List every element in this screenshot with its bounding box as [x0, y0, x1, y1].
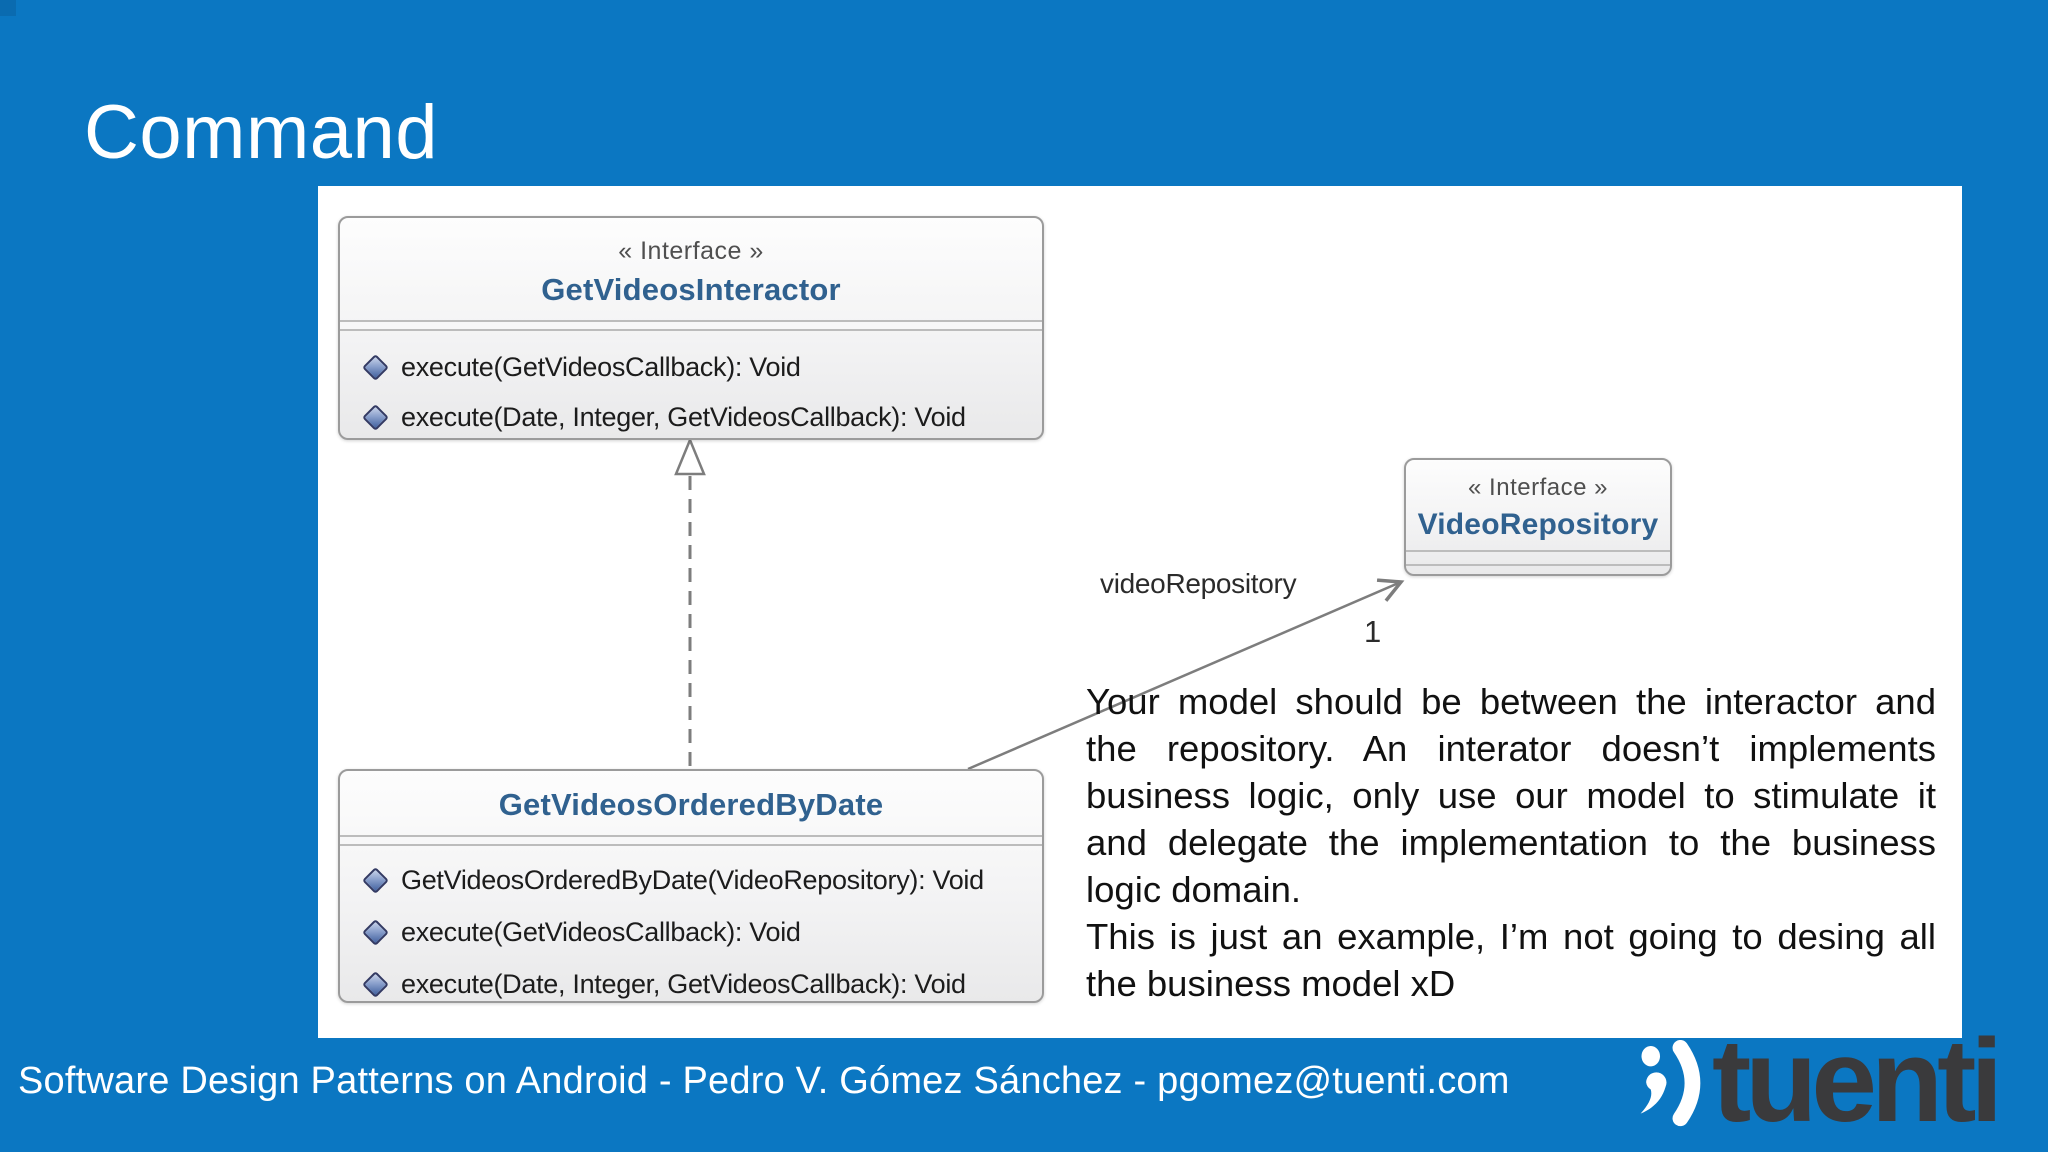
page-title: Command — [84, 90, 439, 175]
class-name: GetVideosOrderedByDate — [498, 787, 884, 822]
stereotype-label: « Interface » — [618, 237, 764, 265]
class-header: « Interface » VideoRepository — [1406, 460, 1670, 546]
method-row: GetVideosOrderedByDate(VideoRepository):… — [362, 858, 1042, 902]
wink-smiley-icon — [1640, 1040, 1701, 1127]
uml-class-getvideosinteractor: « Interface » GetVideosInteractor execut… — [338, 216, 1044, 440]
annotation-paragraph: This is just an example, I’m not going t… — [1086, 916, 1936, 1004]
compartment-divider — [340, 320, 1042, 331]
class-name: VideoRepository — [1417, 508, 1659, 541]
realization-arrow — [674, 436, 706, 767]
operation-icon — [362, 353, 389, 381]
class-header: GetVideosOrderedByDate — [340, 771, 1042, 831]
method-label: execute(Date, Integer, GetVideosCallback… — [401, 401, 966, 432]
class-header: « Interface » GetVideosInteractor — [340, 218, 1042, 312]
association-role-label: videoRepository — [1100, 568, 1297, 599]
uml-connectors — [674, 436, 1962, 771]
tuenti-wordmark: tuenti — [1712, 1015, 2003, 1147]
uml-class-videorepository: « Interface » VideoRepository — [1404, 458, 1672, 576]
compartment-divider — [340, 835, 1042, 846]
method-label: execute(GetVideosCallback): Void — [401, 351, 801, 382]
annotation-paragraph: Your model should be between the interac… — [1086, 681, 1936, 910]
method-row: execute(GetVideosCallback): Void — [362, 910, 1042, 954]
empty-methods-compartment — [1406, 564, 1670, 574]
method-row: execute(Date, Integer, GetVideosCallback… — [362, 395, 1042, 439]
association-multiplicity: 1 — [1364, 614, 1382, 649]
method-row: execute(GetVideosCallback): Void — [362, 345, 1042, 389]
tuenti-logo: tuenti — [1635, 1016, 2048, 1152]
stereotype-label: « Interface » — [1468, 474, 1608, 501]
operation-icon — [362, 866, 389, 894]
footer-credit: Software Design Patterns on Android - Pe… — [18, 1060, 1510, 1102]
method-label: execute(GetVideosCallback): Void — [401, 916, 801, 947]
method-row: execute(Date, Integer, GetVideosCallback… — [362, 962, 1042, 1006]
methods-compartment: execute(GetVideosCallback): Void execute… — [340, 331, 1042, 439]
operation-icon — [362, 403, 389, 431]
methods-compartment: GetVideosOrderedByDate(VideoRepository):… — [340, 846, 1042, 1006]
diagram-panel: « Interface » GetVideosInteractor execut… — [318, 186, 1962, 1038]
association-arrow — [967, 582, 1401, 771]
class-name: GetVideosInteractor — [541, 272, 841, 307]
method-label: execute(Date, Integer, GetVideosCallback… — [401, 968, 966, 999]
operation-icon — [362, 970, 389, 998]
corner-accent-square — [0, 0, 16, 16]
empty-attributes-compartment — [1406, 550, 1670, 564]
method-label: GetVideosOrderedByDate(VideoRepository):… — [401, 864, 984, 895]
operation-icon — [362, 918, 389, 946]
annotation-text: Your model should be between the interac… — [1086, 678, 1936, 1007]
uml-class-getvideosorderedbydate: GetVideosOrderedByDate GetVideosOrderedB… — [338, 769, 1044, 1003]
